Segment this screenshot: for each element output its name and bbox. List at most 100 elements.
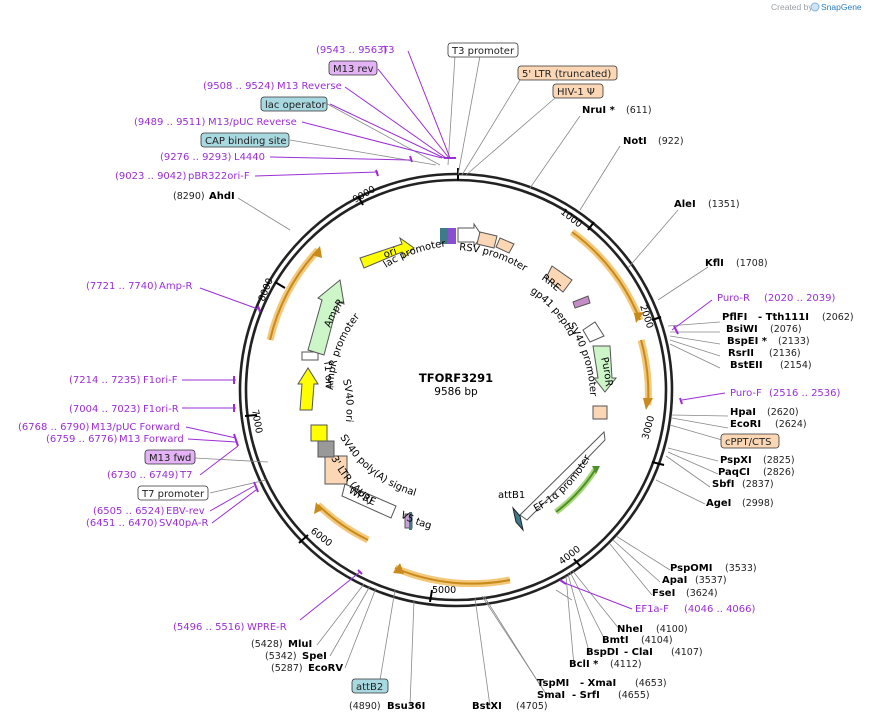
t7-promoter-box bbox=[137, 485, 209, 501]
enzyme-name: AgeI bbox=[706, 498, 731, 509]
enzyme-pos: (611) bbox=[626, 105, 652, 116]
ef1a-promoter-arrow bbox=[519, 430, 606, 521]
svg-text:V5 tag: V5 tag bbox=[399, 510, 433, 532]
ruler-tick-1000: 1000 bbox=[558, 207, 584, 231]
feature-label-ori: ori bbox=[382, 246, 398, 261]
primer-pos: (6759 .. 6776) bbox=[46, 434, 118, 445]
primer-name: EF1a-F bbox=[635, 604, 669, 615]
enzyme-pos: (5342) bbox=[265, 651, 297, 662]
orf-arc-3 bbox=[393, 564, 511, 588]
m13-fwd-label: M13 fwd bbox=[149, 453, 191, 464]
ltr5-label: 5' LTR (truncated) bbox=[522, 69, 611, 80]
orf-arc-6-line bbox=[555, 469, 596, 513]
enzyme-pos: (2136) bbox=[769, 348, 801, 359]
attb1-mark bbox=[512, 506, 524, 532]
enzyme-name: PspXI bbox=[720, 455, 752, 466]
snapgene-logo-icon bbox=[810, 2, 820, 12]
ampr-arrow bbox=[307, 279, 345, 356]
credit-brand: SnapGene bbox=[821, 2, 862, 12]
primer-pos: (2020 .. 2039) bbox=[764, 293, 836, 304]
m13-fwd-box bbox=[144, 449, 196, 465]
enzyme-name: SpeI bbox=[302, 651, 327, 662]
primer-pos: (6505 .. 6524) bbox=[93, 506, 165, 517]
m13-rev-label: M13 rev bbox=[333, 64, 374, 75]
primer-pos: (9023 .. 9042) bbox=[115, 171, 187, 182]
hiv-psi-label: HIV-1 Ψ bbox=[557, 87, 595, 98]
primer-pos: (7721 .. 7740) bbox=[86, 281, 158, 292]
primer-pos: (5496 .. 5516) bbox=[173, 622, 245, 633]
enzyme-pos: (4655) bbox=[618, 690, 650, 701]
primer-name: WPRE-R bbox=[247, 622, 287, 633]
enzyme-pos: (2133) bbox=[778, 336, 810, 347]
enzyme-name: BsiWI bbox=[726, 324, 758, 335]
enzyme-name: FseI bbox=[652, 588, 675, 599]
enzyme-name: PspOMI bbox=[670, 563, 712, 574]
enzyme-pos: (4705) bbox=[516, 701, 548, 712]
enzyme-pos: (4104) bbox=[641, 635, 673, 646]
enzyme-name-2: - XmaI bbox=[580, 678, 616, 689]
enzyme-pos: (3533) bbox=[725, 563, 757, 574]
hiv-psi-label-box bbox=[552, 83, 604, 99]
attb2-label: attB2 bbox=[356, 682, 383, 693]
enzyme-labels: NruI * (611) NotI (922) AleI (1351) KflI… bbox=[173, 105, 854, 712]
enzyme-pos: (1351) bbox=[708, 199, 740, 210]
primer-name: M13 Forward bbox=[119, 434, 184, 445]
feature-label-attb1: attB1 bbox=[498, 490, 525, 501]
orf-arcs bbox=[266, 229, 652, 588]
enzyme-pos: (2998) bbox=[742, 498, 774, 509]
feature-label-f1-ori: f1 ori bbox=[321, 361, 334, 388]
enzyme-name: NotI bbox=[623, 136, 647, 147]
enzyme-pos: (2620) bbox=[767, 407, 799, 418]
enzyme-name: NruI * bbox=[582, 105, 616, 116]
enzyme-pos: (2154) bbox=[780, 360, 812, 371]
enzyme-name: NheI bbox=[617, 624, 643, 635]
lac-operator-label: lac operator bbox=[265, 100, 326, 111]
cppt-label-box bbox=[720, 433, 780, 449]
cap-label: CAP binding site bbox=[205, 136, 287, 147]
enzyme-name: MluI bbox=[288, 639, 312, 650]
ruler-tick-8000: 8000 bbox=[257, 277, 276, 304]
wpre-box bbox=[341, 483, 397, 519]
ruler-tick-5000: 5000 bbox=[432, 585, 456, 596]
ruler-tick-7000: 7000 bbox=[249, 409, 264, 435]
ltr3-box bbox=[324, 455, 348, 485]
orf-arrowheads bbox=[312, 246, 653, 574]
attb2-mark bbox=[409, 512, 412, 530]
enzyme-name: AhdI bbox=[209, 191, 235, 202]
feature-shapes bbox=[297, 222, 618, 532]
primer-pos: (2516 .. 2536) bbox=[769, 388, 841, 399]
ruler-tick-6000: 6000 bbox=[308, 526, 334, 550]
lac-operator-mark bbox=[440, 228, 448, 244]
enzyme-pos: (2826) bbox=[763, 467, 795, 478]
primer-pos: (7214 .. 7235) bbox=[69, 375, 141, 386]
feature-label-v5-tag: V5 tag bbox=[399, 510, 433, 532]
enzyme-pos: (4653) bbox=[635, 678, 667, 689]
enzyme-pos: (1708) bbox=[736, 258, 768, 269]
primer-name: F1ori-F bbox=[143, 375, 178, 386]
primer-pos: (9276 .. 9293) bbox=[160, 152, 232, 163]
ruler-tick-3000: 3000 bbox=[640, 415, 657, 441]
enzyme-name: BclI * bbox=[569, 659, 599, 670]
enzyme-name-2: - SrfI bbox=[572, 690, 600, 701]
primer-name: T7 bbox=[179, 470, 192, 481]
puror-arrow bbox=[592, 345, 618, 393]
enzyme-name: AleI bbox=[674, 199, 696, 210]
enzyme-name-2: - Tth111I bbox=[758, 312, 809, 323]
primer-pos: (6768 .. 6790) bbox=[18, 422, 90, 433]
orf-arc-1 bbox=[569, 229, 644, 322]
primer-name: Puro-R bbox=[717, 293, 750, 304]
enzyme-pos: (3624) bbox=[686, 588, 718, 599]
hiv-psi-box bbox=[495, 237, 515, 254]
enzyme-pos: (2825) bbox=[763, 455, 795, 466]
orf-arc-5 bbox=[266, 247, 321, 341]
primer-name: Amp-R bbox=[159, 281, 193, 292]
lac-operator-box bbox=[260, 96, 328, 112]
cppt-label: cPPT/CTS bbox=[725, 437, 771, 448]
rre-box bbox=[545, 265, 573, 293]
sv40-ori-box bbox=[310, 424, 328, 442]
enzyme-pos: (5428) bbox=[251, 639, 283, 650]
enzyme-name: EcoRI bbox=[730, 419, 761, 430]
m13-rev-box bbox=[328, 60, 378, 76]
